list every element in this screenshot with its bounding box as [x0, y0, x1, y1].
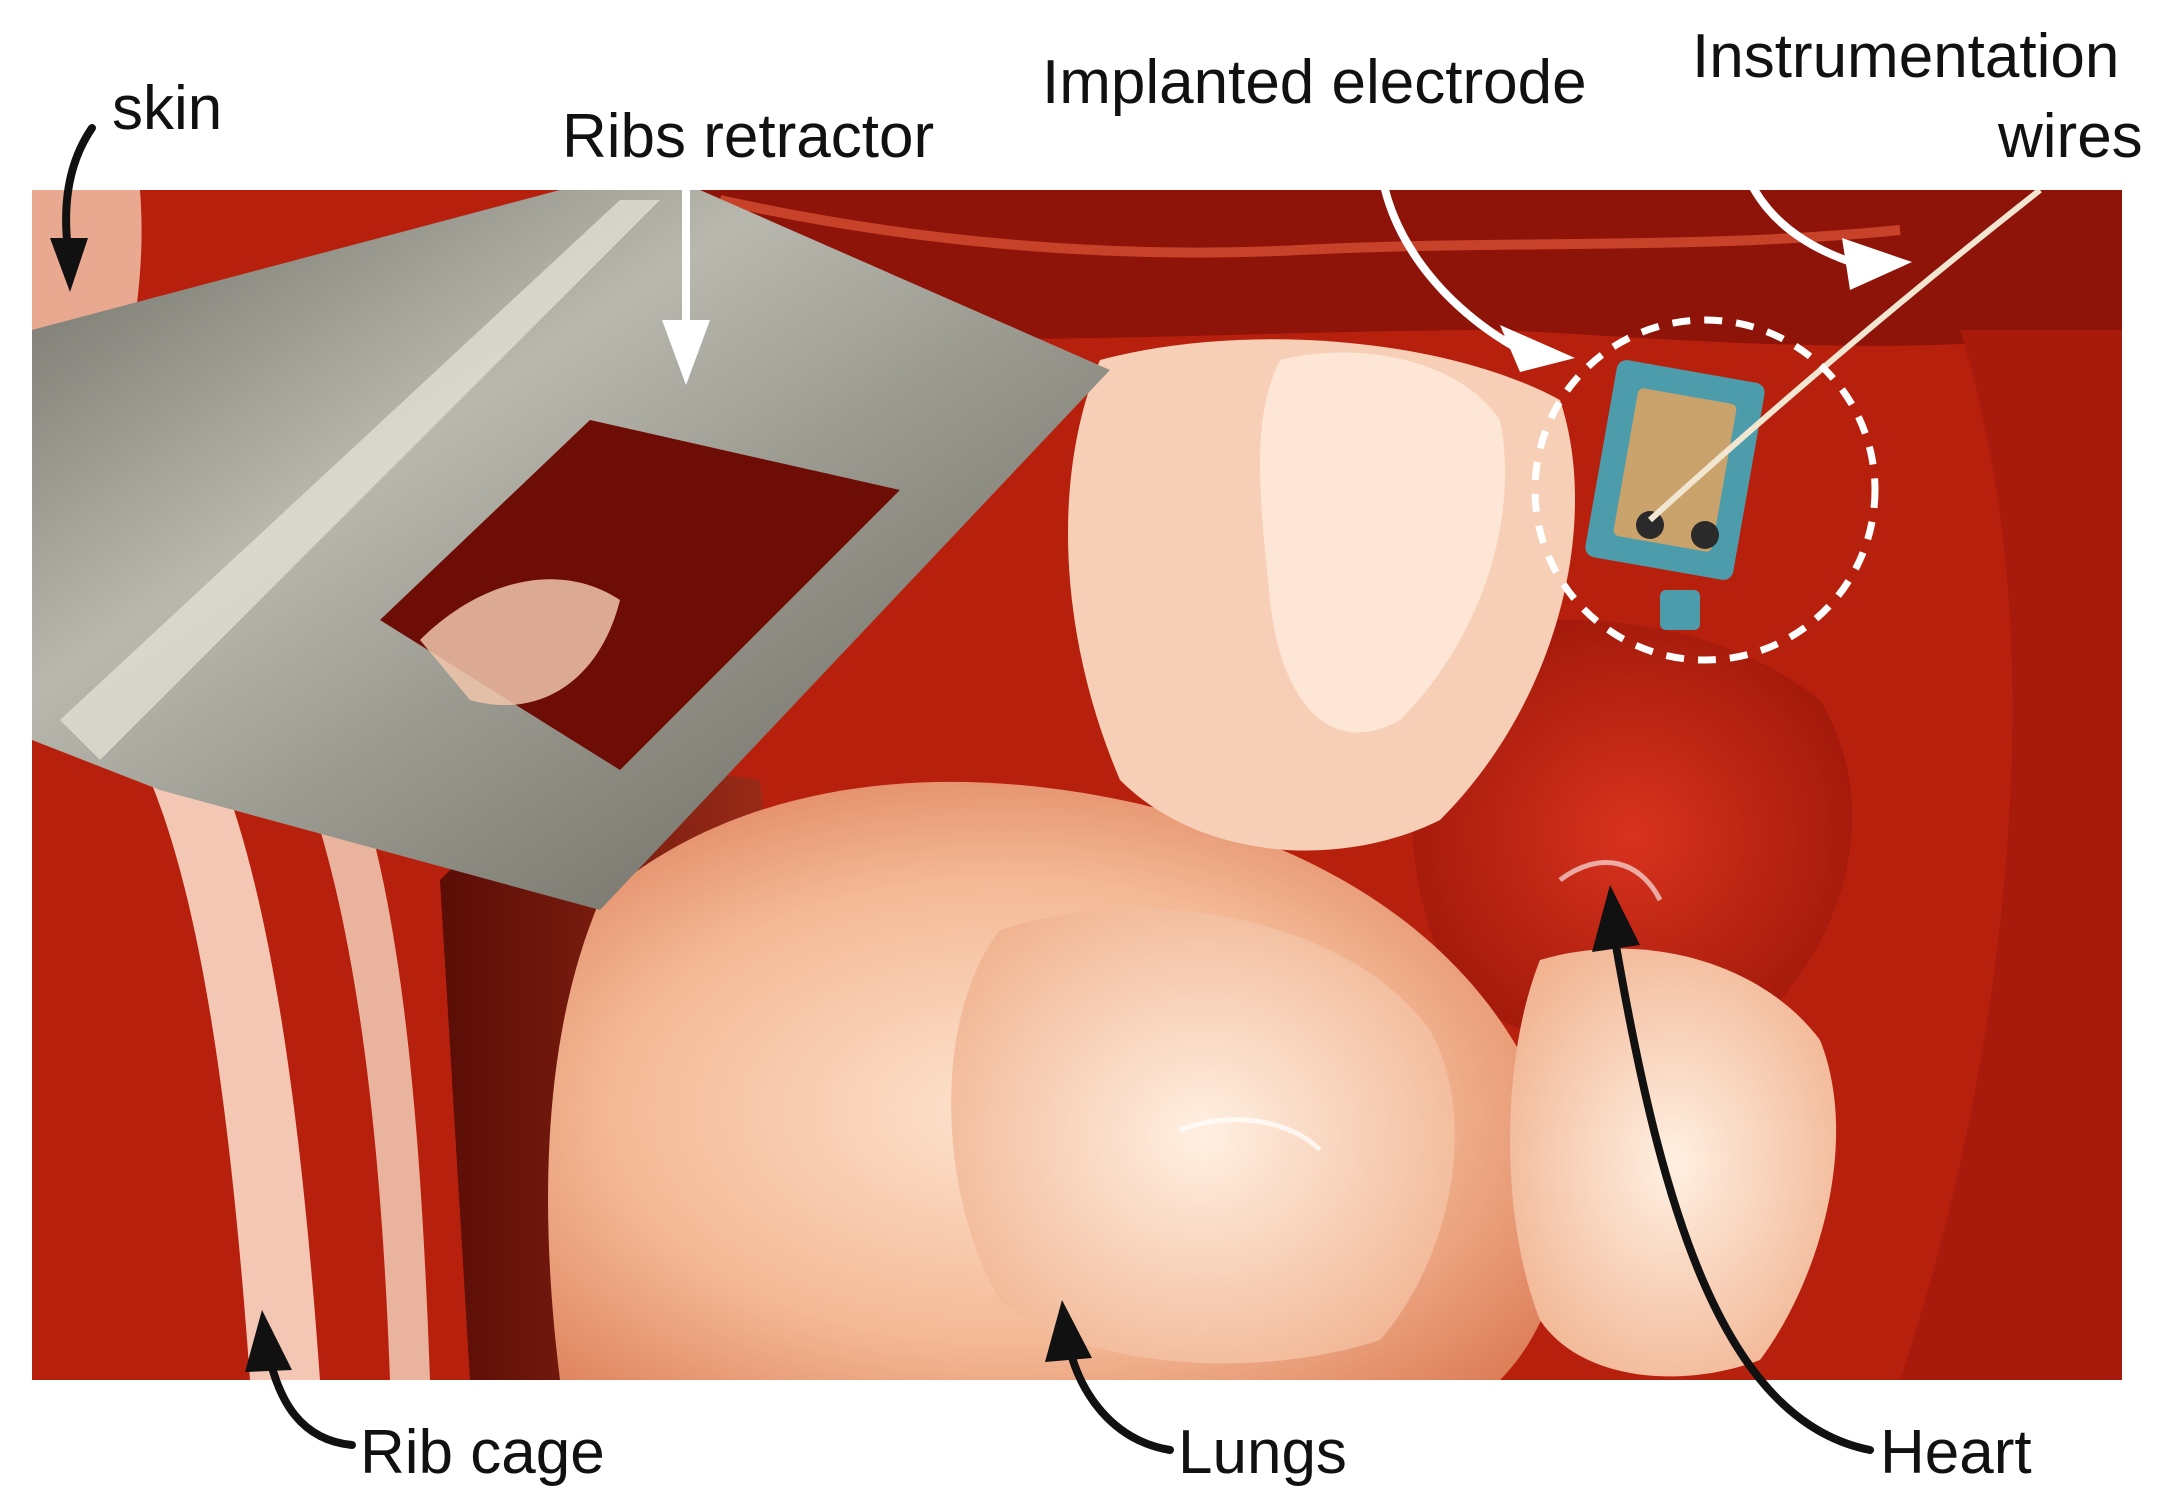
- label-heart: Heart: [1880, 1418, 2032, 1487]
- label-skin: skin: [112, 74, 223, 143]
- tissue-in-window: [420, 579, 620, 706]
- lungs-arrow: [1066, 1346, 1174, 1454]
- instrumentation-wire: [1647, 190, 2042, 523]
- electrode-arrow: [1376, 146, 1524, 354]
- rib-cage-arrowhead: [245, 1310, 292, 1372]
- heart-arrow: [1611, 936, 1874, 1454]
- heart-arrowhead: [1592, 885, 1640, 952]
- retractor-arrowhead: [662, 320, 710, 385]
- electrode-device: [1585, 360, 1765, 630]
- retractor-glint: [60, 200, 660, 760]
- label-lungs: Lungs: [1178, 1418, 1347, 1487]
- heart: [1411, 620, 1853, 1051]
- lungs-arrowhead: [1045, 1300, 1092, 1362]
- lung-highlight: [1179, 1117, 1322, 1152]
- wires-arrow: [1731, 108, 1864, 269]
- label-instrumentation: Instrumentation: [1692, 22, 2120, 91]
- upper-lung-highlight: [1260, 352, 1506, 733]
- rib-bone-2: [300, 760, 430, 1380]
- electrode-arrowhead: [1500, 325, 1575, 372]
- upper-muscle: [700, 190, 2122, 346]
- right-chest-wall: [1900, 330, 2122, 1380]
- label-ribs-retractor: Ribs retractor: [562, 102, 935, 171]
- muscle-fiber: [718, 195, 1901, 258]
- electrode-highlight-circle: [1531, 316, 1879, 664]
- skin-arrow: [62, 124, 96, 254]
- rib-cage-arrow: [266, 1356, 356, 1449]
- label-implanted-electrode: Implanted electrode: [1042, 48, 1587, 117]
- wires-arrowhead: [1842, 238, 1912, 290]
- skin-arrowhead: [50, 238, 88, 292]
- label-wires: wires: [1998, 102, 2143, 171]
- lung-lobe: [951, 908, 1455, 1364]
- heart-highlight: [1558, 860, 1663, 902]
- label-rib-cage: Rib cage: [360, 1418, 605, 1487]
- rib-bone: [150, 770, 320, 1380]
- lung-lobe-right: [1510, 948, 1837, 1377]
